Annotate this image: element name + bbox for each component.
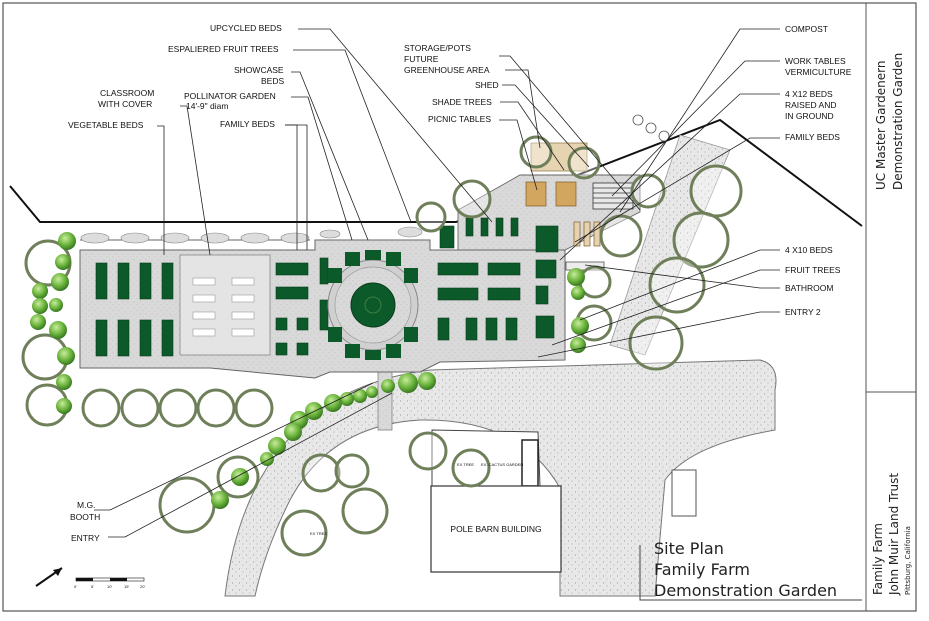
- side-top-line-1: UC Master Gardenern: [874, 61, 888, 190]
- title-line-2: Family Farm: [654, 560, 750, 579]
- right-beds: [437, 217, 559, 341]
- scale-tick-4: 20': [140, 584, 145, 589]
- title-line-3: Demonstration Garden: [654, 581, 837, 600]
- label-storage-3: GREENHOUSE AREA: [404, 65, 490, 75]
- side-titles: UC Master Gardenern Demonstration Garden…: [871, 53, 912, 596]
- label-classroom-1: CLASSROOM: [100, 88, 154, 98]
- label-family-beds-left: FAMILY BEDS: [220, 119, 275, 129]
- label-work-tables-1: WORK TABLES: [785, 56, 846, 66]
- side-bottom-line-1: Family Farm: [871, 523, 885, 595]
- espaliered-fruit-trees: [80, 226, 423, 244]
- label-shed: SHED: [475, 80, 499, 90]
- scale-tick-3: 15': [124, 584, 129, 589]
- label-compost: COMPOST: [785, 24, 828, 34]
- label-vegetable-beds: VEGETABLE BEDS: [68, 120, 144, 130]
- small-building: [671, 469, 697, 517]
- label-mg-booth-2: BOOTH: [70, 512, 100, 522]
- label-4x12-1: 4 X12 BEDS: [785, 89, 833, 99]
- label-espaliered-fruit-trees: ESPALIERED FRUIT TREES: [168, 44, 279, 54]
- leader-lines: [94, 28, 780, 538]
- shrubs: [30, 232, 589, 509]
- pollinator-garden: [327, 250, 419, 360]
- label-bathroom: BATHROOM: [785, 283, 833, 293]
- title-line-1: Site Plan: [654, 539, 724, 558]
- family-beds: [275, 257, 329, 356]
- title-side-panel: [865, 2, 917, 612]
- pole-barn-building: [430, 485, 562, 573]
- picnic-tables: [525, 181, 601, 247]
- scale-tick-2: 10': [107, 584, 112, 589]
- scale-tick-0: 0': [74, 584, 77, 589]
- label-ex-cactus: EX. CACTUS GARDEN: [481, 462, 523, 467]
- title-block: Site Plan Family Farm Demonstration Gard…: [654, 539, 837, 600]
- gravel-road: [224, 359, 777, 597]
- label-4x10-beds: 4 X10 BEDS: [785, 245, 833, 255]
- label-showcase-beds-1: SHOWCASE: [234, 65, 284, 75]
- property-line: [9, 118, 863, 227]
- label-pollinator-1: POLLINATOR GARDEN: [184, 91, 276, 101]
- side-bottom-line-3: Pittsburg, California: [904, 526, 912, 595]
- label-entry: ENTRY: [71, 533, 100, 543]
- label-pollinator-2: 14'-9" diam: [186, 101, 228, 111]
- label-storage-1: STORAGE/POTS: [404, 43, 471, 53]
- label-storage-2: FUTURE: [404, 54, 439, 64]
- label-entry-2: ENTRY 2: [785, 307, 821, 317]
- side-bottom-line-2: John Muir Land Trust: [887, 473, 901, 596]
- scale-bar: 0' 5' 10' 15' 20': [74, 577, 145, 589]
- label-work-tables-2: VERMICULTURE: [785, 67, 852, 77]
- label-classroom-2: WITH COVER: [98, 99, 152, 109]
- classroom: [179, 254, 271, 356]
- side-top-line-2: Demonstration Garden: [891, 53, 905, 190]
- label-ex-tree-b: EX TREE: [310, 531, 327, 536]
- plan-labels: UPCYCLED BEDS ESPALIERED FRUIT TREES SHO…: [68, 23, 852, 543]
- label-4x12-3: IN GROUND: [785, 111, 834, 121]
- north-arrow-icon: [35, 567, 63, 587]
- label-picnic-tables: PICNIC TABLES: [428, 114, 491, 124]
- scale-tick-1: 5': [91, 584, 94, 589]
- label-ex-tree-a: EX TREE: [457, 462, 474, 467]
- label-shade-trees: SHADE TREES: [432, 97, 492, 107]
- label-fruit-trees: FRUIT TREES: [785, 265, 841, 275]
- label-family-beds-right: FAMILY BEDS: [785, 132, 840, 142]
- vegetable-beds: [95, 262, 174, 357]
- work-tables: [592, 182, 634, 210]
- label-mg-booth-1: M.G.: [77, 500, 95, 510]
- pole-barn-label: POLE BARN BUILDING: [450, 524, 541, 534]
- label-4x12-2: RAISED AND: [785, 100, 837, 110]
- label-showcase-beds-2: BEDS: [261, 76, 284, 86]
- label-upcycled-beds: UPCYCLED BEDS: [210, 23, 282, 33]
